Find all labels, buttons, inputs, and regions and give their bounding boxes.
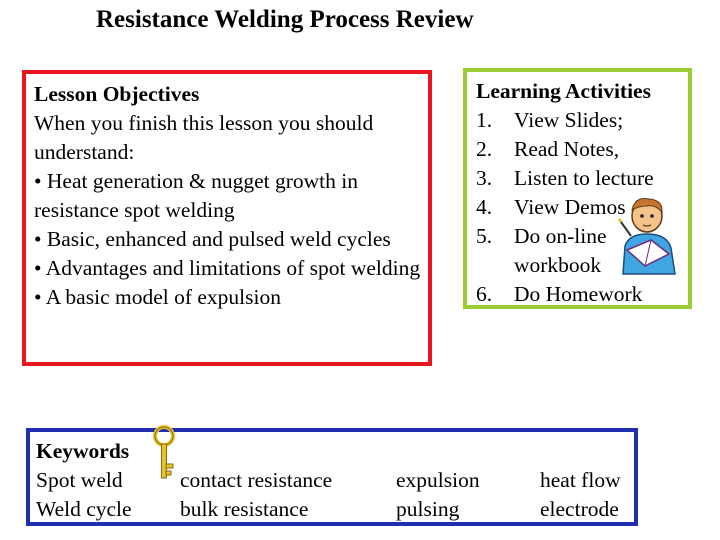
activity-item: 2.Read Notes, <box>476 137 620 161</box>
activity-item: 1.View Slides; <box>476 108 624 132</box>
keyword-item: bulk resistance <box>180 497 309 521</box>
lesson-objectives-box: Lesson Objectives When you finish this l… <box>22 70 432 366</box>
activity-item: 4.View Demos <box>476 195 626 219</box>
objective-item: • A basic model of expulsion <box>34 285 281 309</box>
objective-item: • Advantages and limitations of spot wel… <box>34 256 421 280</box>
keywords-column: contact resistance bulk resistance <box>180 466 332 524</box>
keyword-item: Weld cycle <box>36 497 132 521</box>
keywords-heading: Keywords <box>36 439 130 463</box>
activities-list: 1.View Slides; 2.Read Notes, 3.Listen to… <box>476 106 688 309</box>
student-reading-icon <box>617 198 676 275</box>
activities-heading: Learning Activities <box>476 79 651 103</box>
keywords-column: Keywords Spot weld Weld cycle <box>36 437 132 524</box>
objective-item: • Basic, enhanced and pulsed weld cycles <box>34 227 391 251</box>
keyword-item: pulsing <box>396 497 460 521</box>
key-icon <box>153 425 175 479</box>
objective-item: • Heat generation & nugget growth in res… <box>34 169 358 222</box>
page-title: Resistance Welding Process Review <box>96 6 474 33</box>
keywords-box: Keywords Spot weld Weld cycle contact re… <box>26 428 638 526</box>
keyword-item: contact resistance <box>180 468 333 492</box>
keyword-item: heat flow <box>540 468 621 492</box>
objectives-intro: When you finish this lesson you should u… <box>34 111 374 164</box>
keywords-column: heat flow electrode <box>540 466 621 524</box>
keyword-item: expulsion <box>396 468 480 492</box>
keyword-item: Spot weld <box>36 468 123 492</box>
keywords-column: expulsion pulsing <box>396 466 480 524</box>
learning-activities-box: Learning Activities 1.View Slides; 2.Rea… <box>463 68 692 309</box>
keyword-item: electrode <box>540 497 619 521</box>
activity-item: 6.Do Homework <box>476 282 643 306</box>
activity-item: 3.Listen to lecture <box>476 166 654 190</box>
activity-item: 5.Do on-line workbook <box>476 224 607 277</box>
objectives-heading: Lesson Objectives <box>34 82 200 106</box>
